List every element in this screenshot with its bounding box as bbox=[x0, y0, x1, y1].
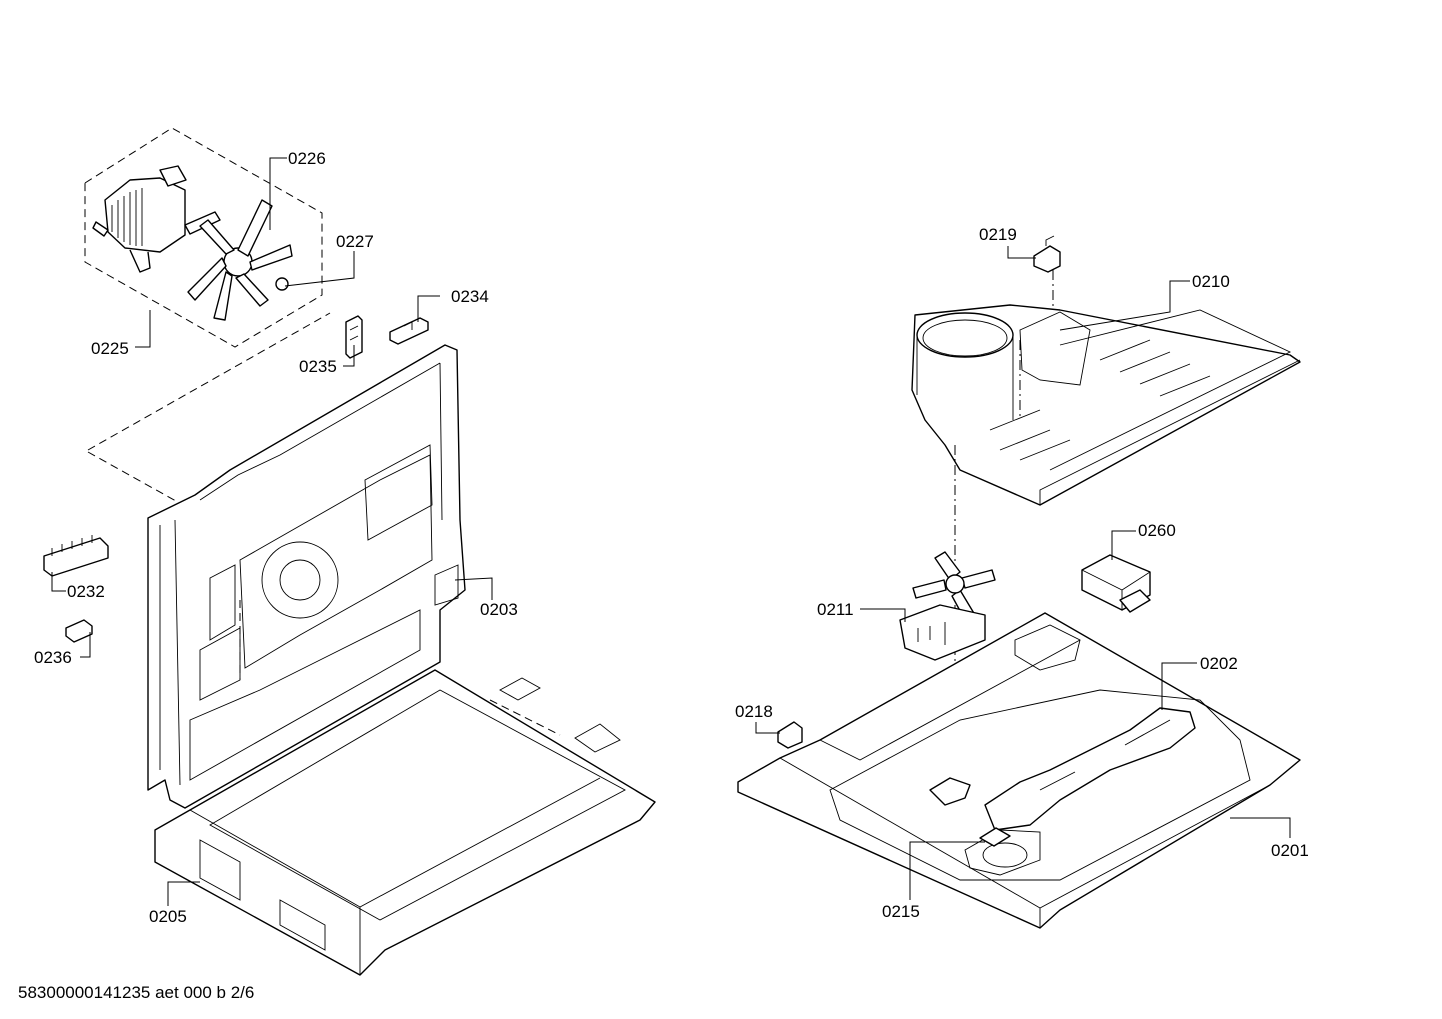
callout-0203: 0203 bbox=[480, 600, 518, 619]
fan-bracket-0215-illustration bbox=[929, 777, 1011, 847]
callout-0225: 0225 bbox=[91, 339, 129, 358]
callout-labels: 0226 0227 0225 0234 0235 0232 0236 0203 … bbox=[34, 149, 1309, 926]
convection-motor-illustration bbox=[92, 165, 221, 273]
small-part-0234-illustration bbox=[389, 317, 429, 345]
bottom-tray-0205-illustration bbox=[154, 669, 656, 976]
callout-0260: 0260 bbox=[1138, 521, 1176, 540]
callout-0211: 0211 bbox=[817, 600, 854, 619]
fan-impeller-illustration bbox=[187, 199, 293, 321]
transformer-0260-illustration bbox=[1081, 554, 1151, 613]
callout-0234: 0234 bbox=[451, 287, 489, 306]
small-part-0235-illustration bbox=[345, 315, 363, 359]
callout-0232: 0232 bbox=[67, 582, 105, 601]
callout-0227: 0227 bbox=[336, 232, 374, 251]
thermostat-0219-illustration bbox=[1033, 235, 1061, 273]
callout-0205: 0205 bbox=[149, 907, 187, 926]
callout-0215: 0215 bbox=[882, 902, 920, 921]
callout-0219: 0219 bbox=[979, 225, 1017, 244]
callout-0235: 0235 bbox=[299, 357, 337, 376]
document-id: 58300000141235 aet 000 b 2/6 bbox=[18, 983, 254, 1002]
callout-0201: 0201 bbox=[1271, 841, 1309, 860]
bracket-0218-illustration bbox=[777, 721, 803, 749]
air-duct-0210-illustration bbox=[911, 304, 1301, 506]
callout-0202: 0202 bbox=[1200, 654, 1238, 673]
callout-0226: 0226 bbox=[288, 149, 326, 168]
terminal-block-0232-illustration bbox=[43, 535, 109, 577]
callout-0236: 0236 bbox=[34, 648, 72, 667]
heater-element-0202-illustration bbox=[829, 689, 1251, 881]
cooling-fan-0211-illustration bbox=[899, 551, 996, 661]
base-plate-0201-illustration bbox=[737, 612, 1301, 929]
rear-panel-0203-illustration bbox=[147, 344, 466, 809]
small-part-0236-illustration bbox=[65, 619, 93, 643]
leader-lines bbox=[51, 157, 1291, 906]
callout-0210: 0210 bbox=[1192, 272, 1230, 291]
fan-motor-kit-boundary bbox=[84, 127, 331, 521]
callout-0218: 0218 bbox=[735, 702, 773, 721]
